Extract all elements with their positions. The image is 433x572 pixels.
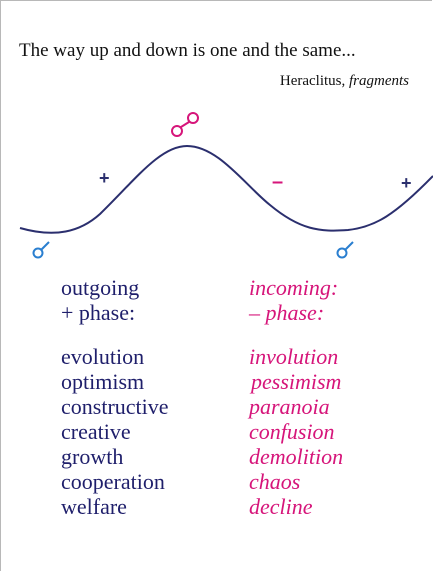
outgoing-header: outgoing + phase: bbox=[61, 275, 139, 325]
outgoing-item: growth bbox=[61, 444, 124, 469]
minus-sign: – bbox=[272, 171, 283, 193]
sine-wave-diagram: + – + bbox=[19, 112, 433, 259]
right-trough-icon bbox=[336, 241, 354, 259]
incoming-item: paranoia bbox=[249, 394, 330, 419]
outgoing-item: optimism bbox=[61, 369, 145, 394]
outgoing-header-line1: outgoing bbox=[61, 275, 140, 300]
outgoing-header-line2: + phase: bbox=[61, 300, 136, 325]
outgoing-list: evolution optimism constructive creative… bbox=[61, 344, 169, 519]
quote-source: fragments bbox=[349, 73, 409, 89]
incoming-item: decline bbox=[249, 494, 313, 519]
outgoing-item: welfare bbox=[61, 494, 127, 519]
incoming-item: demolition bbox=[249, 444, 344, 469]
outgoing-item: cooperation bbox=[61, 469, 165, 494]
plus-sign-left: + bbox=[99, 168, 110, 188]
left-trough-icon bbox=[32, 241, 50, 259]
incoming-item: confusion bbox=[249, 419, 335, 444]
incoming-header-line1: incoming: bbox=[249, 275, 339, 300]
incoming-header: incoming: – phase: bbox=[249, 275, 338, 325]
sine-wave-curve bbox=[19, 144, 433, 234]
incoming-header-line2: – phase: bbox=[249, 300, 325, 325]
quote-author: Heraclitus, bbox=[279, 73, 346, 89]
outgoing-item: constructive bbox=[61, 394, 169, 419]
quote-text: The way up and down is one and the same.… bbox=[19, 40, 356, 61]
outgoing-item: creative bbox=[61, 419, 131, 444]
incoming-item: chaos bbox=[249, 469, 301, 494]
incoming-item: pessimism bbox=[251, 369, 342, 394]
plus-sign-right: + bbox=[401, 173, 412, 193]
outgoing-item: evolution bbox=[61, 344, 145, 369]
incoming-list: involution pessimism paranoia confusion … bbox=[249, 344, 343, 519]
quote-attribution: Heraclitus, fragments bbox=[280, 73, 409, 90]
peak-conjunction-icon bbox=[171, 112, 199, 137]
incoming-item: involution bbox=[249, 344, 339, 369]
